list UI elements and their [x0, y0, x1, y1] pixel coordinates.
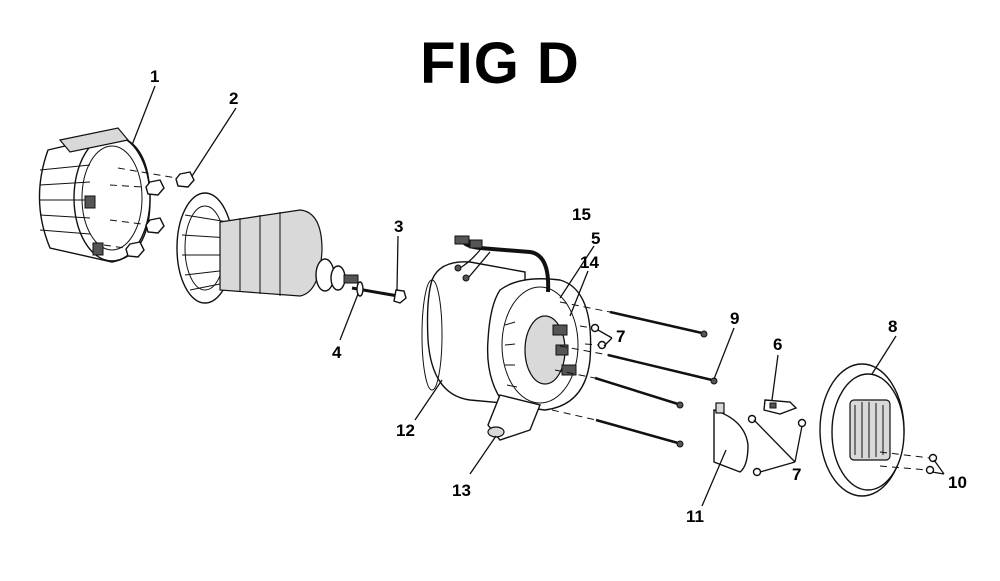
end-cover-part [38, 127, 151, 263]
callout-7-upper: 7 [616, 327, 625, 346]
bolt-icon [145, 179, 165, 196]
callout-3: 3 [394, 217, 403, 236]
washer [356, 281, 364, 297]
bolt-icon [145, 217, 165, 234]
bolt-icon [125, 241, 145, 258]
callout-11: 11 [686, 507, 704, 526]
callout-15: 15 [572, 205, 591, 224]
mounting-bolts [103, 167, 195, 258]
callout-4: 4 [332, 343, 342, 362]
callout-14: 14 [580, 253, 599, 272]
figure-title: FIG D [420, 31, 580, 96]
callout-2: 2 [229, 89, 238, 108]
callout-12: 12 [396, 421, 415, 440]
bolt-icon [175, 171, 195, 188]
callout-13: 13 [452, 481, 471, 500]
callout-9: 9 [730, 309, 739, 328]
wiring-harness [454, 235, 551, 293]
callout-6: 6 [773, 335, 782, 354]
callout-labels: 1 2 3 4 5 6 7 8 9 10 11 12 13 14 15 7 [150, 67, 967, 526]
brush-cover [713, 402, 749, 473]
callout-5: 5 [591, 229, 600, 248]
end-bracket [486, 278, 592, 411]
small-screws-upper [579, 323, 607, 350]
callout-8: 8 [888, 317, 897, 336]
bracket-clip [763, 399, 798, 415]
rear-screws [879, 451, 938, 475]
leader-lines [131, 85, 945, 507]
rear-cover [819, 363, 905, 497]
callout-1: 1 [150, 67, 159, 86]
rotor-assembly [176, 192, 359, 304]
callout-7-lower: 7 [792, 465, 801, 484]
tie-rods [551, 301, 718, 448]
callout-10: 10 [948, 473, 967, 492]
